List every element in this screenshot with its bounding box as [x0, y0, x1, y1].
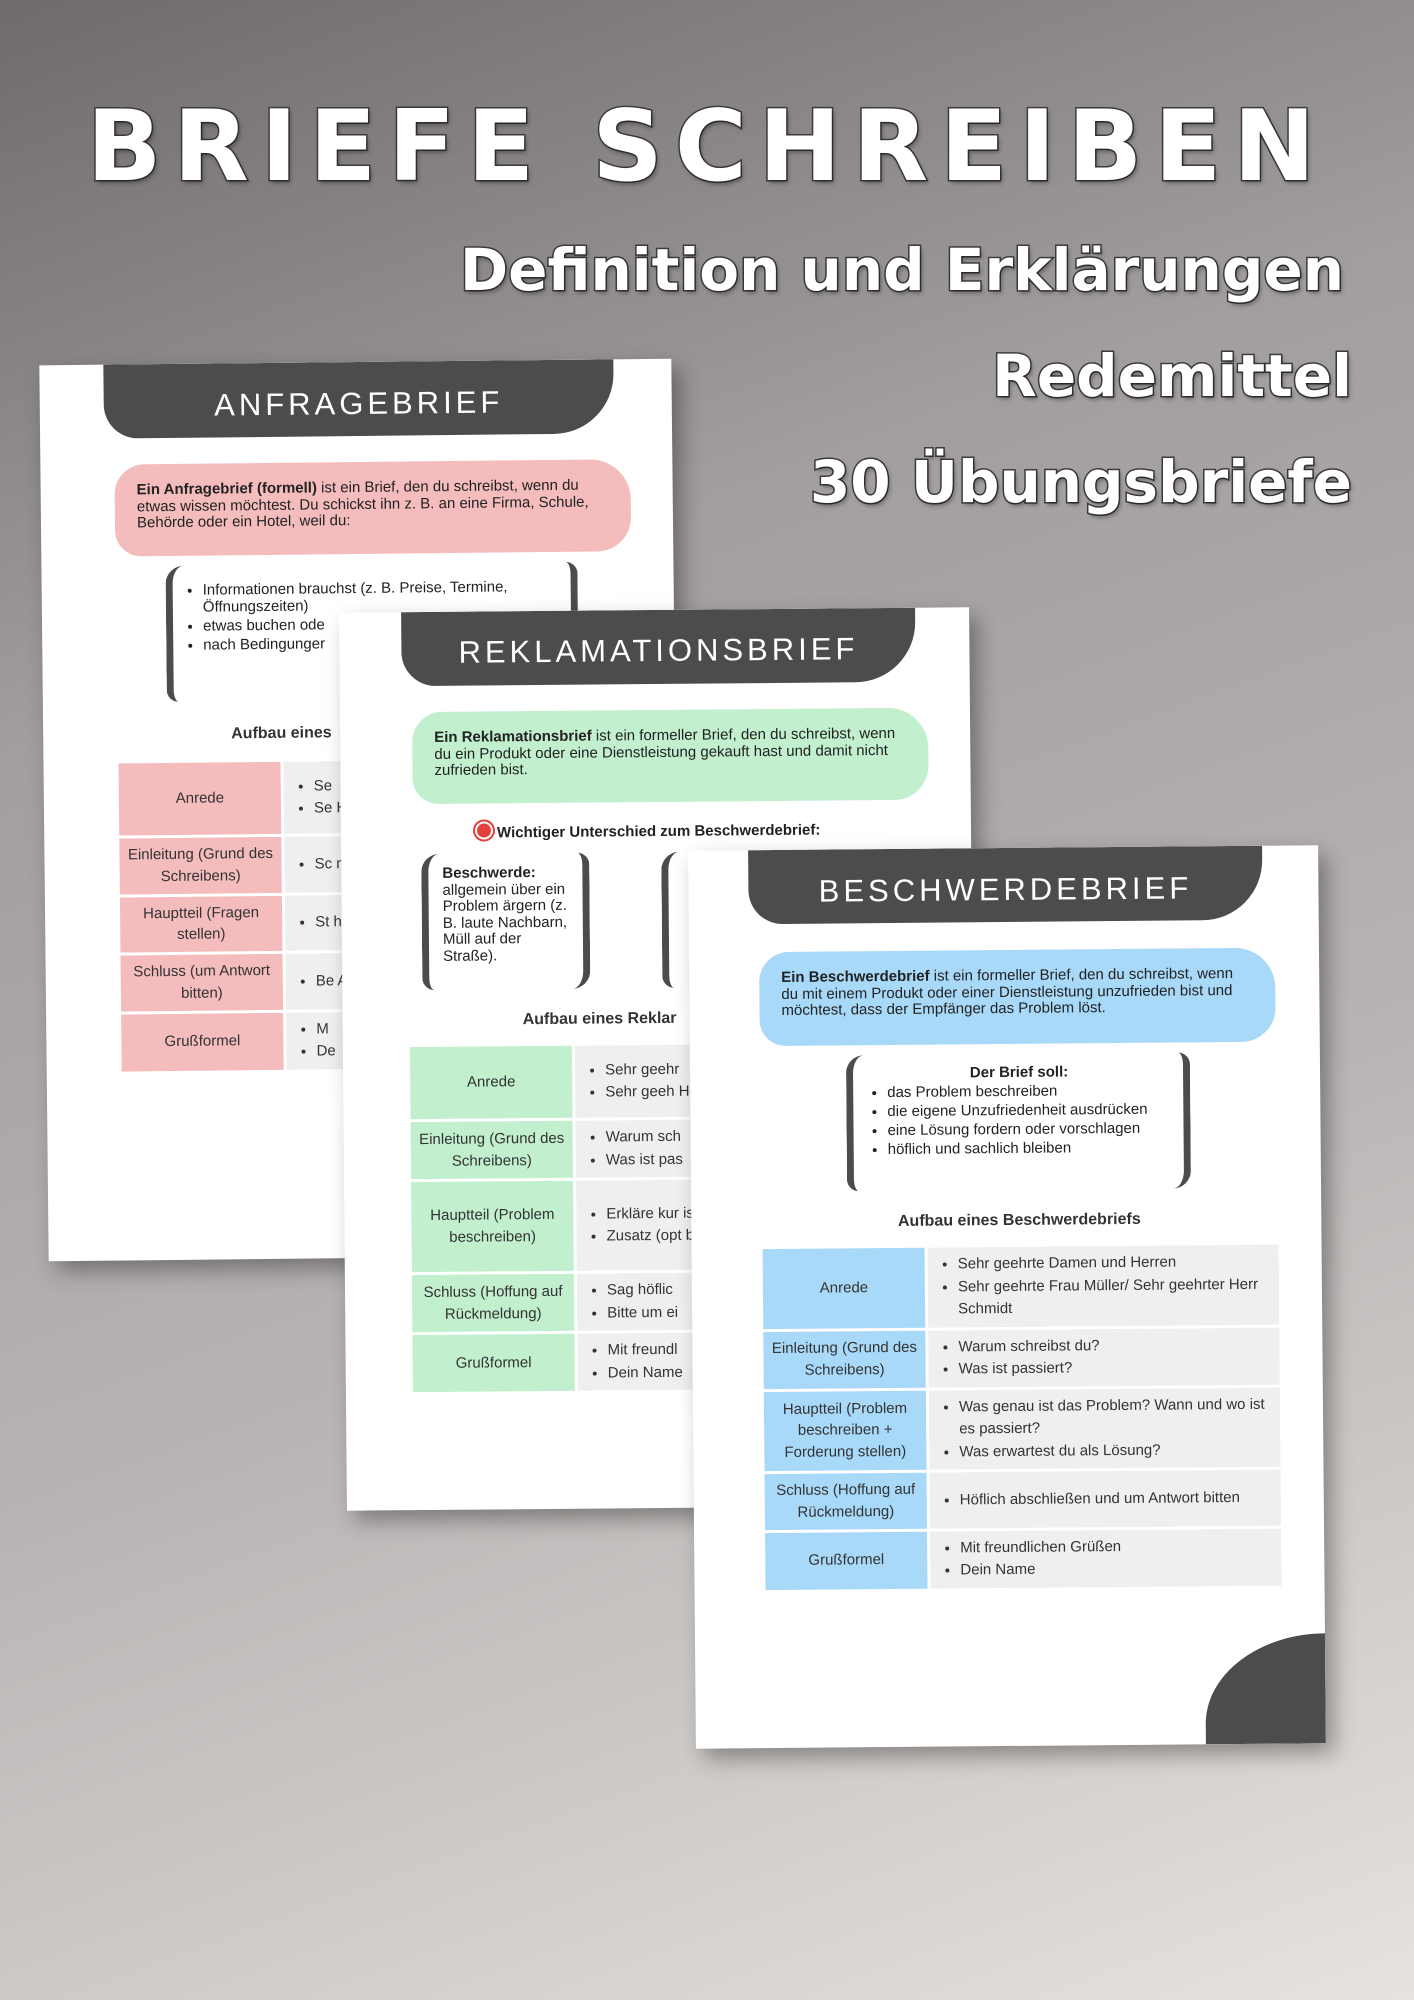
row-label: Anrede — [118, 761, 282, 836]
subtitle-definition: Definition und Erklärungen — [458, 235, 1345, 306]
row-label: Grußformel — [765, 1531, 928, 1590]
row-label: Schluss (Hoffung auf Rückmeldung) — [764, 1472, 928, 1530]
main-title: BRIEFE SCHREIBEN — [85, 89, 1328, 206]
row-item: Sehr geehrte Damen und Herren — [958, 1251, 1269, 1276]
row-label: Hauptteil (Problem beschreiben + Forderu… — [763, 1390, 927, 1472]
row-item: Höflich abschließen und um Antwort bitte… — [960, 1486, 1271, 1511]
row-label: Schluss (Hoffung auf Rückmeldung) — [411, 1273, 575, 1333]
beschwerde-brief-title: Der Brief soll: — [969, 1063, 1069, 1082]
reklamation-diff-label: Beschwerde: — [442, 864, 536, 882]
table-row: GrußformelMit freundlichen GrüßenDein Na… — [765, 1528, 1282, 1590]
row-label: Hauptteil (Problem beschreiben) — [411, 1180, 574, 1273]
row-content: Sehr geehrte Damen und HerrenSehr geehrt… — [927, 1244, 1280, 1328]
row-label: Einleitung (Grund des Schreibens) — [763, 1330, 926, 1389]
anfrage-intro: Ein Anfragebrief (formell) ist ein Brief… — [114, 459, 632, 557]
row-item: Sehr geehrte Frau Müller/ Sehr geehrter … — [958, 1273, 1269, 1321]
sheet-beschwerdebrief: BESCHWERDEBRIEF Ein Beschwerdebrief ist … — [688, 845, 1326, 1749]
reklamation-diff-box: Beschwerde: allgemein über ein Problem ä… — [421, 852, 591, 991]
row-item: Was erwartest du als Lösung? — [959, 1438, 1270, 1463]
row-item: Warum schreibst du? — [958, 1333, 1269, 1358]
subtitle-uebungsbriefe: 30 Übungsbriefe — [808, 447, 1353, 518]
anfrage-banner: ANFRAGEBRIEF — [103, 359, 615, 439]
bullet-item: das Problem beschreiben — [887, 1082, 1171, 1101]
row-content: Höflich abschließen und um Antwort bitte… — [929, 1469, 1282, 1529]
bullet-item: eine Lösung fordern oder vorschlagen — [887, 1120, 1171, 1139]
corner-shape — [1204, 1633, 1326, 1745]
reklamation-diff-title: Wichtiger Unterschied zum Beschwerdebrie… — [474, 819, 821, 842]
subtitle-redemittel: Redemittel — [991, 341, 1354, 412]
row-content: Was genau ist das Problem? Wann und wo i… — [928, 1387, 1281, 1470]
row-label: Grußformel — [121, 1012, 284, 1072]
beschwerde-bullet-box: Der Brief soll: das Problem beschreibend… — [845, 1052, 1192, 1192]
beschwerde-bullet-list: das Problem beschreibendie eigene Unzufr… — [867, 1082, 1172, 1159]
row-item: Mit freundlichen Grüßen — [960, 1534, 1271, 1559]
bullet-item: die eigene Unzufriedenheit ausdrücken — [887, 1101, 1171, 1120]
row-item: Was ist passiert? — [959, 1356, 1270, 1381]
row-label: Hauptteil (Fragen stellen) — [119, 895, 283, 953]
target-icon — [474, 821, 494, 840]
reklamation-banner: REKLAMATIONSBRIEF — [401, 607, 916, 687]
table-row: Hauptteil (Problem beschreiben + Forderu… — [763, 1387, 1281, 1472]
bullet-item: höflich und sachlich bleiben — [888, 1139, 1172, 1158]
row-item: Dein Name — [960, 1557, 1271, 1582]
beschwerde-banner: BESCHWERDEBRIEF — [748, 845, 1263, 925]
table-row: AnredeSehr geehrte Damen und HerrenSehr … — [762, 1244, 1280, 1329]
row-label: Schluss (um Antwort bitten) — [120, 953, 284, 1012]
reklamation-diff-text: allgemein über ein Problem ärgern (z. B.… — [442, 880, 568, 965]
row-label: Grußformel — [412, 1333, 575, 1393]
beschwerde-structure-table: AnredeSehr geehrte Damen und HerrenSehr … — [760, 1242, 1285, 1593]
table-row: Schluss (Hoffung auf Rückmeldung) Höflich… — [764, 1469, 1282, 1530]
beschwerde-intro-bold: Ein Beschwerdebrief — [781, 967, 930, 986]
row-item: Was genau ist das Problem? Wann und wo i… — [959, 1393, 1270, 1441]
beschwerde-intro: Ein Beschwerdebrief ist ein formeller Br… — [758, 947, 1276, 1047]
reklamation-intro-bold: Ein Reklamationsbrief — [434, 727, 592, 746]
bullet-item: Informationen brauchst (z. B. Preise, Te… — [203, 578, 561, 615]
beschwerde-section-title: Aufbau eines Beschwerdebriefs — [897, 1210, 1141, 1230]
row-label: Anrede — [762, 1247, 926, 1329]
table-row: Einleitung (Grund des Schreibens)Warum s… — [763, 1327, 1280, 1389]
row-content: Warum schreibst du?Was ist passiert? — [928, 1327, 1280, 1388]
row-label: Anrede — [409, 1045, 573, 1120]
row-content: Mit freundlichen GrüßenDein Name — [930, 1528, 1282, 1589]
row-label: Einleitung (Grund des Schreibens) — [119, 836, 282, 895]
reklamation-diff-title-text: Wichtiger Unterschied zum Beschwerdebrie… — [496, 821, 821, 842]
row-label: Einleitung (Grund des Schreibens) — [410, 1120, 574, 1180]
reklamation-intro: Ein Reklamationsbrief ist ein formeller … — [411, 707, 929, 805]
